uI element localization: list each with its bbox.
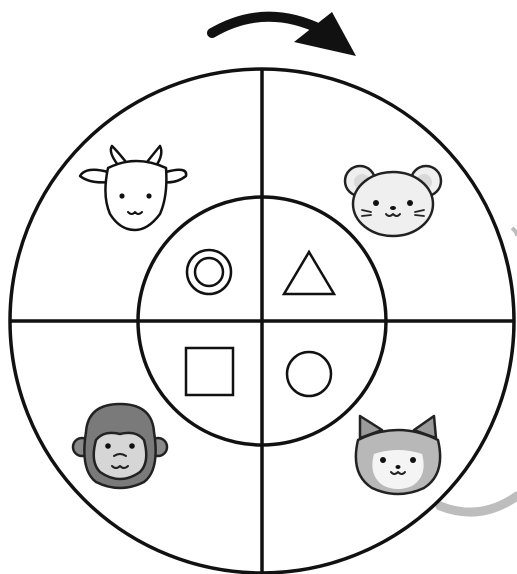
gorilla-face-icon <box>73 404 167 488</box>
background-curve-top <box>512 228 517 236</box>
background-curve <box>440 496 517 512</box>
triangle-icon <box>284 252 334 294</box>
goat-face-icon <box>80 146 186 230</box>
double-circle-icon <box>187 250 231 294</box>
curved-arrow-icon <box>212 12 356 56</box>
square-icon <box>186 348 233 395</box>
mouse-face-icon <box>345 166 441 236</box>
cat-face-icon <box>356 416 440 494</box>
circle-icon <box>287 352 331 396</box>
